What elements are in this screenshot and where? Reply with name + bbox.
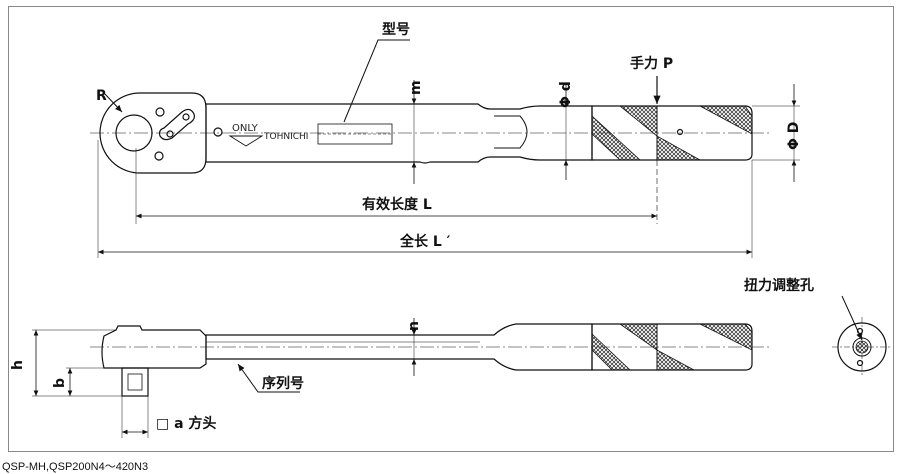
grip-knurl-2 xyxy=(618,105,658,137)
model-leader xyxy=(343,39,410,123)
brand-engraving: TOHNICHI xyxy=(263,132,308,142)
b-label: b xyxy=(52,378,68,388)
pawl-lever xyxy=(158,108,195,141)
grip xyxy=(591,105,753,161)
adjust-hole-leader xyxy=(841,295,863,341)
phi-D-label: Φ D xyxy=(786,122,802,150)
model-label: 型号 xyxy=(382,21,410,38)
h-label: h xyxy=(10,360,26,370)
grip-knurl-4 xyxy=(699,105,753,135)
m-label: m xyxy=(408,80,424,95)
top-view xyxy=(99,92,753,174)
side-grip xyxy=(591,323,753,371)
head-screw-bottom xyxy=(154,151,164,161)
side-view xyxy=(101,323,753,397)
torque-adjust-hole-label: 扭力调整孔 xyxy=(744,277,814,294)
square-drive xyxy=(121,367,149,397)
drawing-frame xyxy=(8,6,894,452)
n-label: n xyxy=(406,321,422,331)
model-range-caption: QSP-MH,QSP200N4～420N3 xyxy=(2,461,149,473)
head-screw-top xyxy=(155,107,165,117)
ratchet-head xyxy=(99,92,207,174)
wrench-body xyxy=(205,103,593,164)
serial-number-label: 序列号 xyxy=(262,375,304,392)
grip-knurl-3 xyxy=(656,135,702,161)
body-screw xyxy=(213,127,223,137)
radius-leader xyxy=(103,92,123,113)
only-engraving: ONLY xyxy=(232,123,259,134)
hand-force-label: 手力 P xyxy=(630,55,673,72)
square-drive-label: □ a 方头 xyxy=(156,415,216,432)
grip-hole xyxy=(676,128,684,136)
phi-d-label: Φ d xyxy=(558,81,574,108)
direction-arrow-icon xyxy=(228,135,264,147)
serial-leader xyxy=(237,363,300,393)
radius-label: R xyxy=(96,88,107,104)
total-length-label: 全长 L ′ xyxy=(399,233,451,250)
effective-length-label: 有效长度 L xyxy=(362,196,432,213)
grip-knurl-1 xyxy=(591,115,642,161)
